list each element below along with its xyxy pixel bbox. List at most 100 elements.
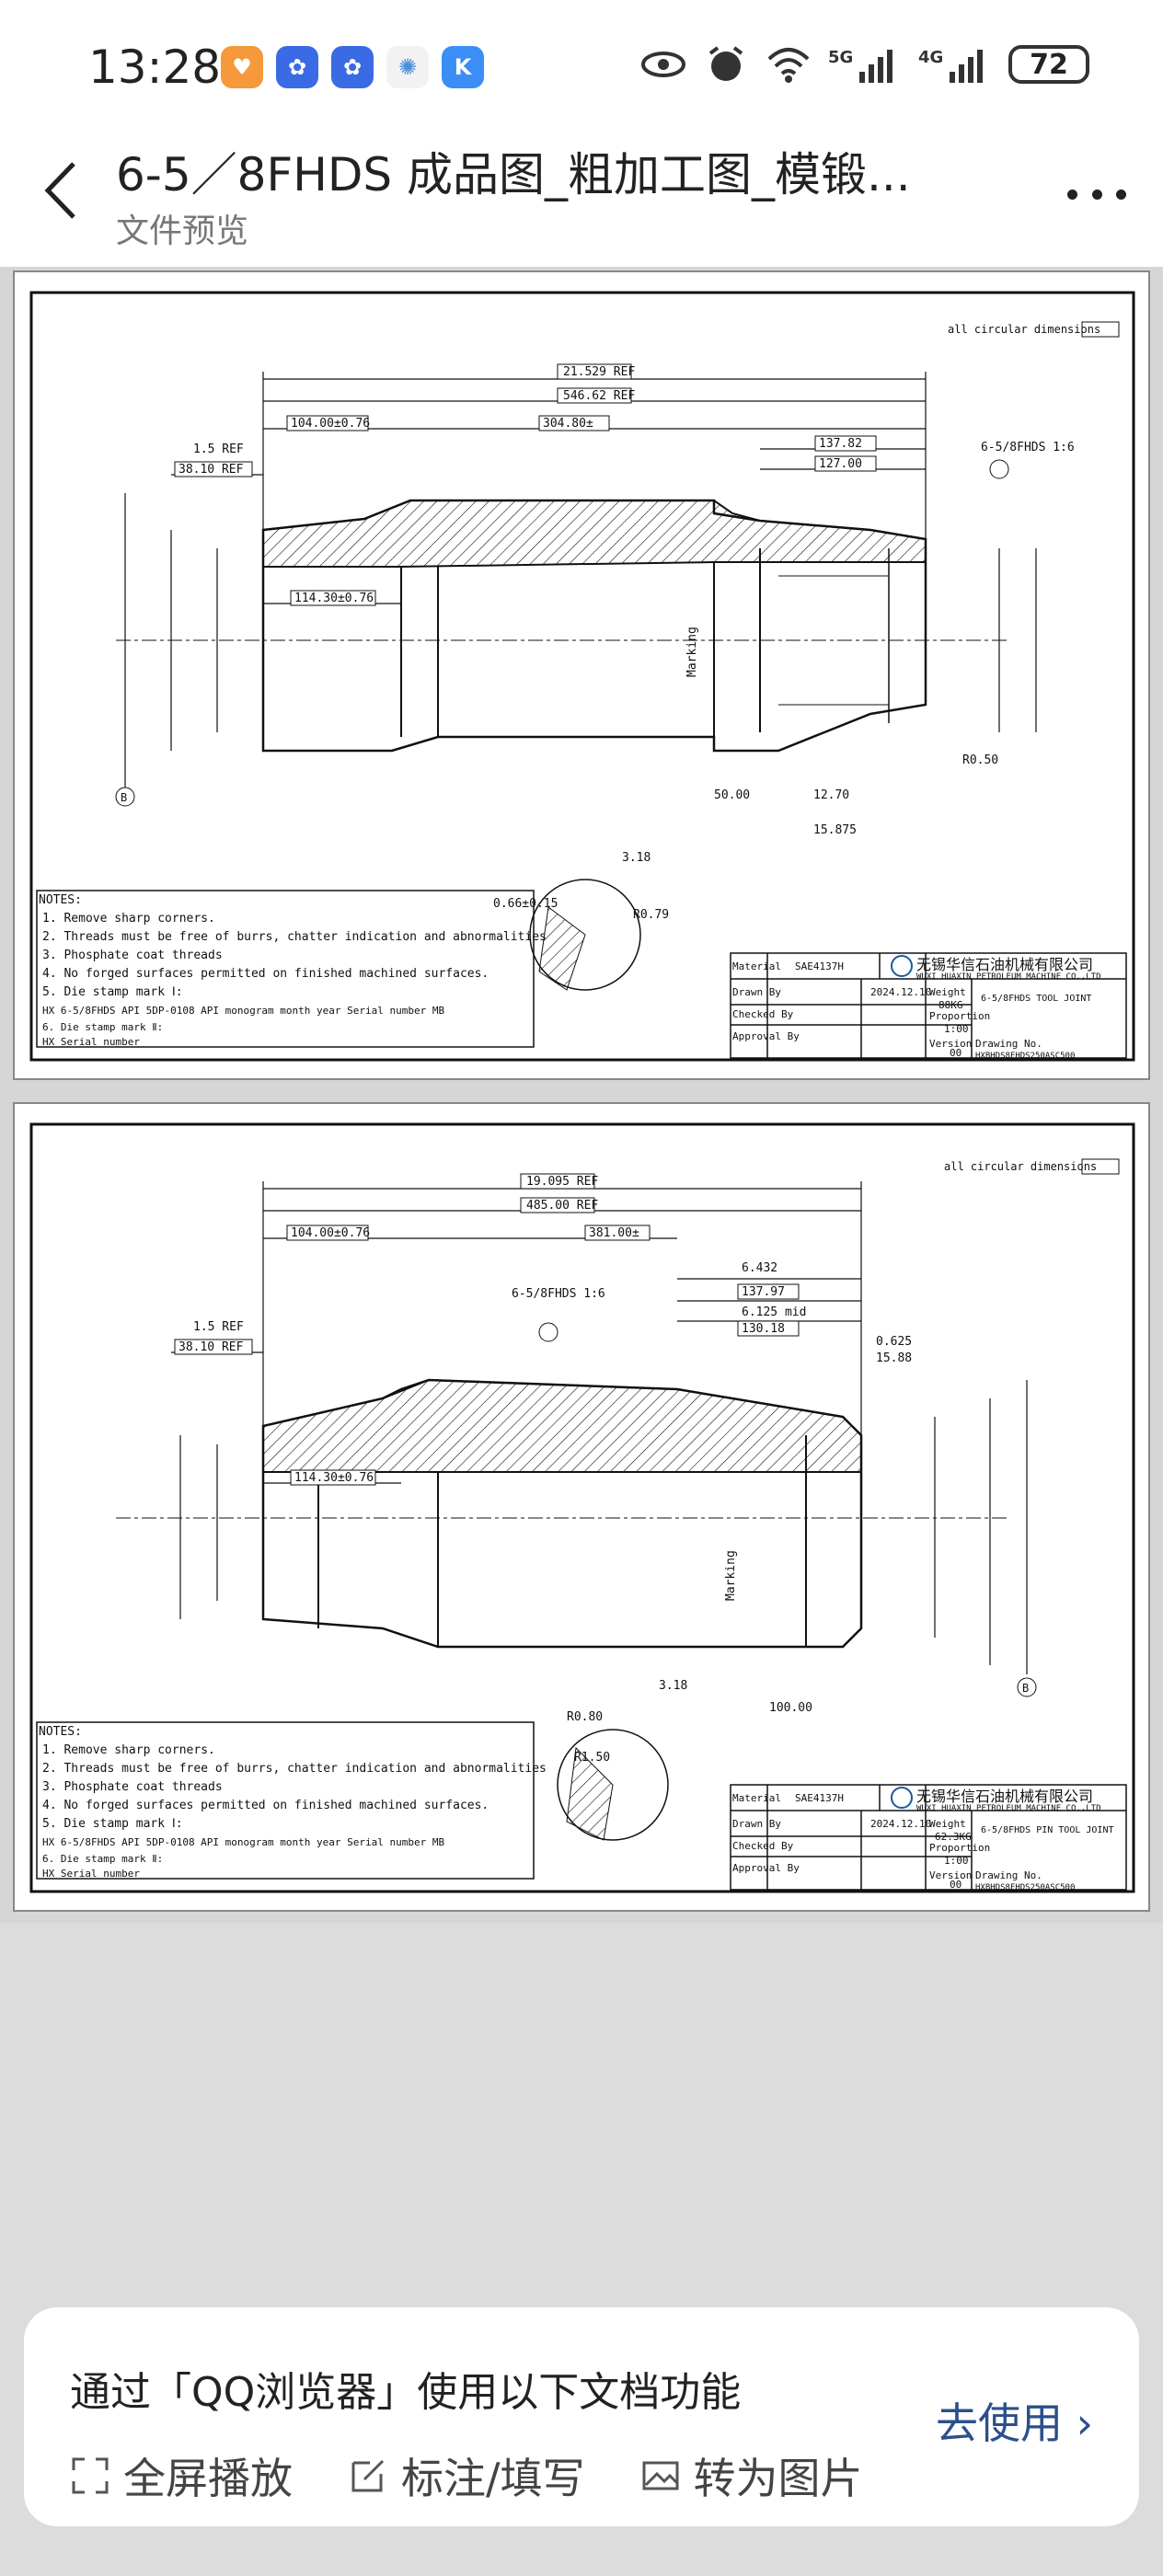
technical-drawing-2: all circular dimensions bbox=[29, 1122, 1135, 1893]
approval-label-2: Approval By bbox=[732, 1862, 800, 1874]
drawing-no-value: HXBHDS8FHDS250ASC500 bbox=[975, 1052, 1075, 1061]
note-5: 5. Die stamp mark Ⅰ: bbox=[42, 985, 183, 999]
status-bar: 13:28 ♥ ✿ ✿ ✺ K 5G 4G 72 bbox=[0, 0, 1163, 138]
circular-dims-note: all circular dimensions bbox=[948, 323, 1100, 336]
note2-7: 6. Die stamp mark Ⅱ: bbox=[42, 1853, 163, 1865]
dim-14: R0.50 bbox=[962, 753, 998, 767]
company-name-cn: 无锡华信石油机械有限公司 bbox=[916, 956, 1093, 973]
drawing-date-2: 2024.12.10 bbox=[870, 1818, 931, 1830]
pinwheel-app-icon: ✺ bbox=[386, 46, 429, 88]
convert-to-image-button[interactable]: 转为图片 bbox=[640, 2445, 863, 2506]
datum-b-left: B bbox=[121, 791, 127, 804]
dim2-7: 114.30±0.76 bbox=[294, 1471, 374, 1485]
dim2-11: R0.80 bbox=[567, 1710, 603, 1724]
annotate-fill-label: 标注/填写 bbox=[401, 2454, 585, 2503]
note2-5: 5. Die stamp mark Ⅰ: bbox=[42, 1817, 183, 1831]
dim-5: 38.10 REF bbox=[178, 463, 244, 477]
material-value: SAE4137H bbox=[795, 960, 844, 972]
weight-value-2: 62.3KG bbox=[935, 1831, 972, 1843]
dim-6: 1.5 REF bbox=[193, 443, 244, 456]
dim2-ref-1: 19.095 REF bbox=[526, 1175, 598, 1189]
document-preview-area[interactable]: all circular dimensions bbox=[0, 267, 1163, 1923]
note-8: HX Serial number bbox=[42, 1036, 140, 1048]
proportion-label: Proportion bbox=[929, 1010, 990, 1022]
promo-title: 通过「QQ浏览器」使用以下文档功能 bbox=[70, 2369, 742, 2416]
dim2-9: 3.18 bbox=[659, 1679, 687, 1693]
network-5g-label: 5G bbox=[828, 48, 853, 67]
network-4g-label: 4G bbox=[918, 48, 943, 67]
eye-icon bbox=[641, 52, 685, 77]
drawing-page-2[interactable]: all circular dimensions bbox=[13, 1102, 1150, 1912]
material-value-2: SAE4137H bbox=[795, 1792, 844, 1804]
dim-ref-1: 21.529 REF bbox=[563, 365, 635, 379]
fullscreen-play-label: 全屏播放 bbox=[123, 2454, 293, 2503]
datum-b-right: B bbox=[1022, 1682, 1029, 1695]
version-value-2: 00 bbox=[950, 1879, 961, 1891]
image-icon bbox=[642, 2461, 678, 2490]
note2-1: 1. Remove sharp corners. bbox=[42, 1743, 215, 1757]
drawing-no-label: Drawing No. bbox=[975, 1038, 1042, 1050]
go-use-label: 去使用 bbox=[935, 2398, 1063, 2448]
checked-label: Checked By bbox=[732, 1008, 794, 1020]
edit-icon bbox=[351, 2459, 385, 2492]
company-name-en-2: WUXI HUAXIN PETROLEUM MACHINE CO.,LTD bbox=[916, 1804, 1100, 1813]
k-app-icon: K bbox=[442, 46, 484, 88]
checked-label-2: Checked By bbox=[732, 1840, 794, 1852]
note-2: 2. Threads must be free of burrs, chatte… bbox=[42, 930, 547, 944]
annotate-fill-button[interactable]: 标注/填写 bbox=[348, 2445, 585, 2506]
dim-3: 137.82 bbox=[819, 437, 862, 451]
dim2-3: 137.97 bbox=[742, 1285, 785, 1299]
dim-ref-2: 546.62 REF bbox=[563, 389, 635, 403]
note2-6: HX 6-5/8FHDS API 5DP-0108 API monogram m… bbox=[42, 1836, 444, 1848]
marking-label-2: Marking bbox=[724, 1550, 738, 1601]
drawing-no-value-2: HXBHDS8FHDS250ASC500 bbox=[975, 1883, 1075, 1892]
company-logo-2 bbox=[891, 1787, 913, 1809]
dim2-8: 100.00 bbox=[769, 1701, 812, 1715]
note2-3: 3. Phosphate coat threads bbox=[42, 1780, 223, 1794]
more-options-button[interactable] bbox=[1067, 180, 1126, 208]
dim2-2: 381.00± bbox=[589, 1226, 639, 1240]
dim-7: 114.30±0.76 bbox=[294, 592, 374, 605]
page-subtitle: 文件预览 bbox=[116, 213, 249, 250]
go-use-button[interactable]: 去使用 › bbox=[935, 2398, 1093, 2448]
notes-header-2: NOTES: bbox=[39, 1725, 82, 1739]
alarm-icon bbox=[708, 46, 743, 81]
promo-actions: 全屏播放 标注/填写 转为图片 bbox=[70, 2445, 863, 2506]
weight-label-2: Weight bbox=[929, 1818, 966, 1830]
drawing-no-label-2: Drawing No. bbox=[975, 1869, 1042, 1881]
weight-value: 88KG bbox=[938, 999, 963, 1011]
drawing-page-1[interactable]: all circular dimensions bbox=[13, 270, 1150, 1080]
dim-10: 15.875 bbox=[813, 823, 857, 837]
drawn-label-2: Drawn By bbox=[732, 1818, 781, 1830]
company-logo bbox=[891, 955, 913, 977]
convert-to-image-label: 转为图片 bbox=[693, 2454, 863, 2503]
status-time: 13:28 bbox=[88, 40, 222, 94]
title-block-1 bbox=[730, 952, 1127, 1059]
drawing-date: 2024.12.10 bbox=[870, 986, 931, 998]
signal-4g-icon: 4G bbox=[918, 48, 983, 83]
version-value: 00 bbox=[950, 1047, 961, 1059]
approval-label: Approval By bbox=[732, 1030, 800, 1042]
note2-2: 2. Threads must be free of burrs, chatte… bbox=[42, 1762, 547, 1776]
back-button[interactable] bbox=[39, 158, 85, 223]
note-1: 1. Remove sharp corners. bbox=[42, 912, 215, 926]
note-3: 3. Phosphate coat threads bbox=[42, 949, 223, 962]
company-name-cn-2: 无锡华信石油机械有限公司 bbox=[916, 1788, 1093, 1805]
technical-drawing-1: all circular dimensions bbox=[29, 291, 1135, 1062]
note2-4: 4. No forged surfaces permitted on finis… bbox=[42, 1799, 489, 1812]
version-label: Version bbox=[929, 1038, 972, 1050]
dim2-ref-2: 485.00 REF bbox=[526, 1199, 598, 1213]
drawn-label: Drawn By bbox=[732, 986, 781, 998]
status-indicators: 5G 4G 72 bbox=[640, 44, 1089, 85]
part-name: 6-5/8FHDS TOOL JOINT bbox=[981, 994, 1091, 1004]
fullscreen-icon bbox=[72, 2457, 109, 2494]
note-7: 6. Die stamp mark Ⅱ: bbox=[42, 1021, 163, 1033]
fullscreen-play-button[interactable]: 全屏播放 bbox=[70, 2445, 293, 2506]
weight-label: Weight bbox=[929, 986, 966, 998]
title-block-2 bbox=[730, 1784, 1127, 1891]
note2-8: HX Serial number bbox=[42, 1868, 140, 1880]
proportion-label-2: Proportion bbox=[929, 1842, 990, 1854]
dim-4: 127.00 bbox=[819, 457, 862, 471]
dim2-14: 6.432 bbox=[742, 1261, 777, 1275]
proportion-value-2: 1:00 bbox=[944, 1855, 969, 1867]
